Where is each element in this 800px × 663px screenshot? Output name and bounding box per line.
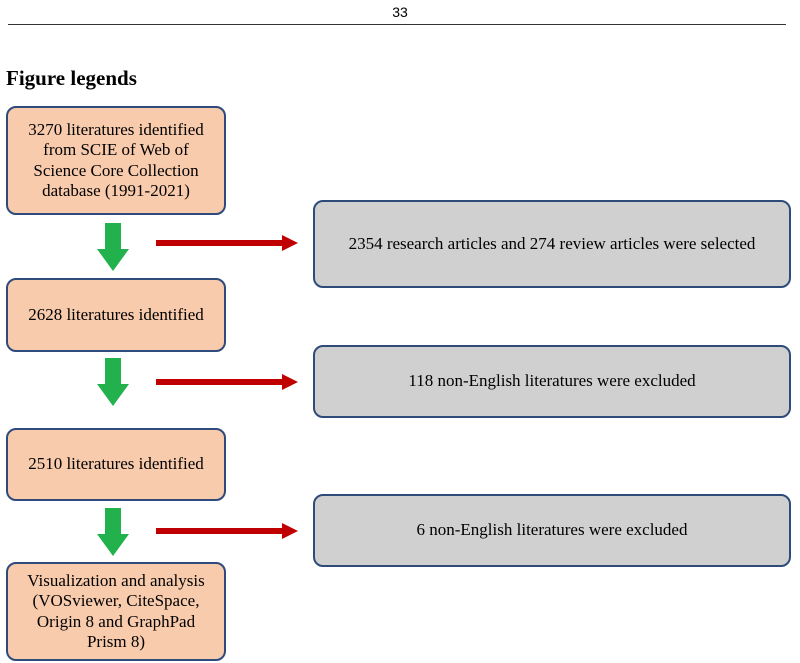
exclusion-box-3-text: 6 non-English literatures were excluded <box>416 520 688 540</box>
down-arrow-icon-3 <box>97 508 129 556</box>
step-box-2: 2628 literatures identified <box>6 278 226 352</box>
step-box-1-text: 3270 literatures identified from SCIE of… <box>28 119 204 200</box>
right-arrow-icon-1 <box>156 235 298 251</box>
header-rule <box>8 24 786 25</box>
step-box-4-text: Visualization and analysis (VOSviewer, C… <box>27 570 205 651</box>
exclusion-box-2: 118 non-English literatures were exclude… <box>313 345 791 418</box>
exclusion-box-3: 6 non-English literatures were excluded <box>313 494 791 567</box>
exclusion-box-2-text: 118 non-English literatures were exclude… <box>408 371 696 391</box>
right-arrow-icon-3 <box>156 523 298 539</box>
down-arrow-icon-1 <box>97 223 129 271</box>
exclusion-box-1: 2354 research articles and 274 review ar… <box>313 200 791 288</box>
step-box-4: Visualization and analysis (VOSviewer, C… <box>6 562 226 661</box>
figure-heading: Figure legends <box>6 66 137 90</box>
step-box-1: 3270 literatures identified from SCIE of… <box>6 106 226 215</box>
down-arrow-icon-2 <box>97 358 129 406</box>
step-box-2-text: 2628 literatures identified <box>28 304 204 324</box>
exclusion-box-1-text: 2354 research articles and 274 review ar… <box>348 233 756 253</box>
page-number: 33 <box>392 4 408 20</box>
step-box-3: 2510 literatures identified <box>6 428 226 501</box>
right-arrow-icon-2 <box>156 374 298 390</box>
step-box-3-text: 2510 literatures identified <box>28 454 204 474</box>
